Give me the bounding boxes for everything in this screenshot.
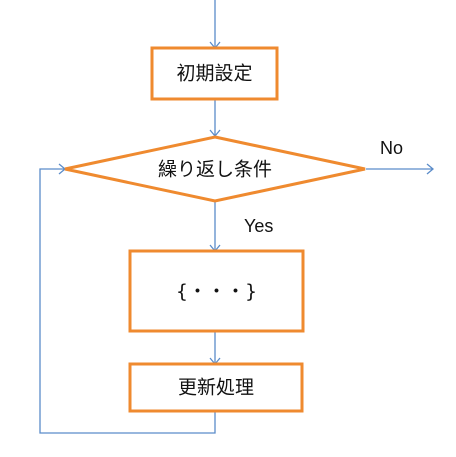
yes-label: Yes [244,216,273,236]
node-init: 初期設定 [150,46,279,101]
update-box [128,362,304,413]
update-label: 更新処理 [178,377,254,399]
loop-back-line [39,168,216,434]
init-label: 初期設定 [176,63,252,85]
init-box [150,46,279,101]
body-label: {・・・} [176,281,257,303]
condition-label: 繰り返し条件 [158,159,272,181]
arrow-right-exit [426,163,435,175]
no-label: No [380,138,403,158]
condition-diamond [64,135,366,203]
node-update: 更新処理 [128,362,304,413]
connectors [39,0,433,434]
body-box [128,249,305,333]
node-body: {・・・} [128,249,305,333]
node-condition: 繰り返し条件 [64,135,366,203]
